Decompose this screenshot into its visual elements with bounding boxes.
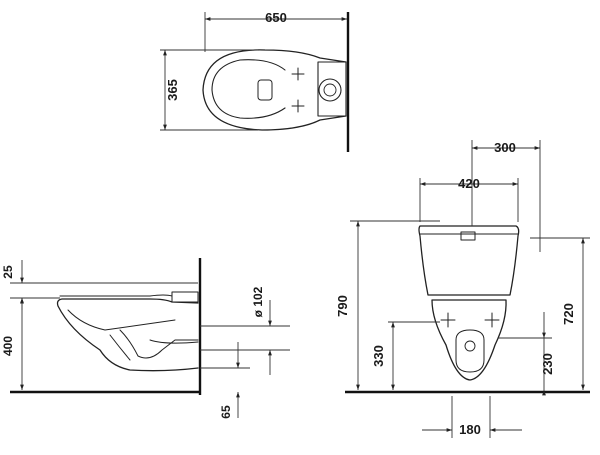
dim-label-230: 230 bbox=[540, 353, 555, 375]
side-view-trap bbox=[119, 329, 199, 359]
top-view-outlet-ring bbox=[318, 78, 342, 102]
dim-label-330: 330 bbox=[371, 345, 386, 367]
side-view-inner-bowl bbox=[67, 309, 199, 361]
dim-label-180: 180 bbox=[459, 422, 481, 437]
front-view-outlet bbox=[464, 340, 476, 352]
top-view-outlet-inner bbox=[323, 83, 337, 97]
dim-label-420: 420 bbox=[458, 176, 480, 191]
top-view: 650 365 bbox=[160, 10, 350, 152]
top-view-bolt-marks bbox=[291, 67, 305, 113]
dim-label-720: 720 bbox=[561, 303, 576, 325]
front-view: 300 420 790 720 330 230 180 bbox=[335, 140, 590, 438]
dim-label-650: 650 bbox=[265, 10, 287, 25]
top-view-tank-block bbox=[317, 61, 347, 117]
front-view-flush-button bbox=[460, 231, 476, 241]
dim-label-25: 25 bbox=[1, 265, 15, 279]
front-view-tank bbox=[418, 225, 520, 296]
dim-label-pipe-diameter: ø 102 bbox=[251, 286, 265, 317]
dim-label-790: 790 bbox=[335, 295, 350, 317]
dim-label-300: 300 bbox=[494, 140, 516, 155]
front-view-bolt-marks bbox=[440, 312, 500, 328]
front-view-bowl bbox=[431, 299, 507, 381]
top-view-drain bbox=[257, 79, 273, 101]
dim-label-400: 400 bbox=[1, 336, 15, 356]
side-view: 25 400 ø 102 65 bbox=[1, 258, 290, 419]
front-view-bowl-inner bbox=[455, 329, 485, 373]
top-view-seat-opening bbox=[211, 59, 286, 119]
side-view-seat bbox=[59, 294, 173, 297]
top-view-bowl-outline bbox=[202, 49, 347, 131]
side-view-flush-pipe bbox=[171, 291, 199, 303]
side-view-bowl-outline bbox=[56, 298, 199, 372]
dim-label-365: 365 bbox=[165, 79, 180, 101]
dim-label-65: 65 bbox=[219, 405, 233, 419]
